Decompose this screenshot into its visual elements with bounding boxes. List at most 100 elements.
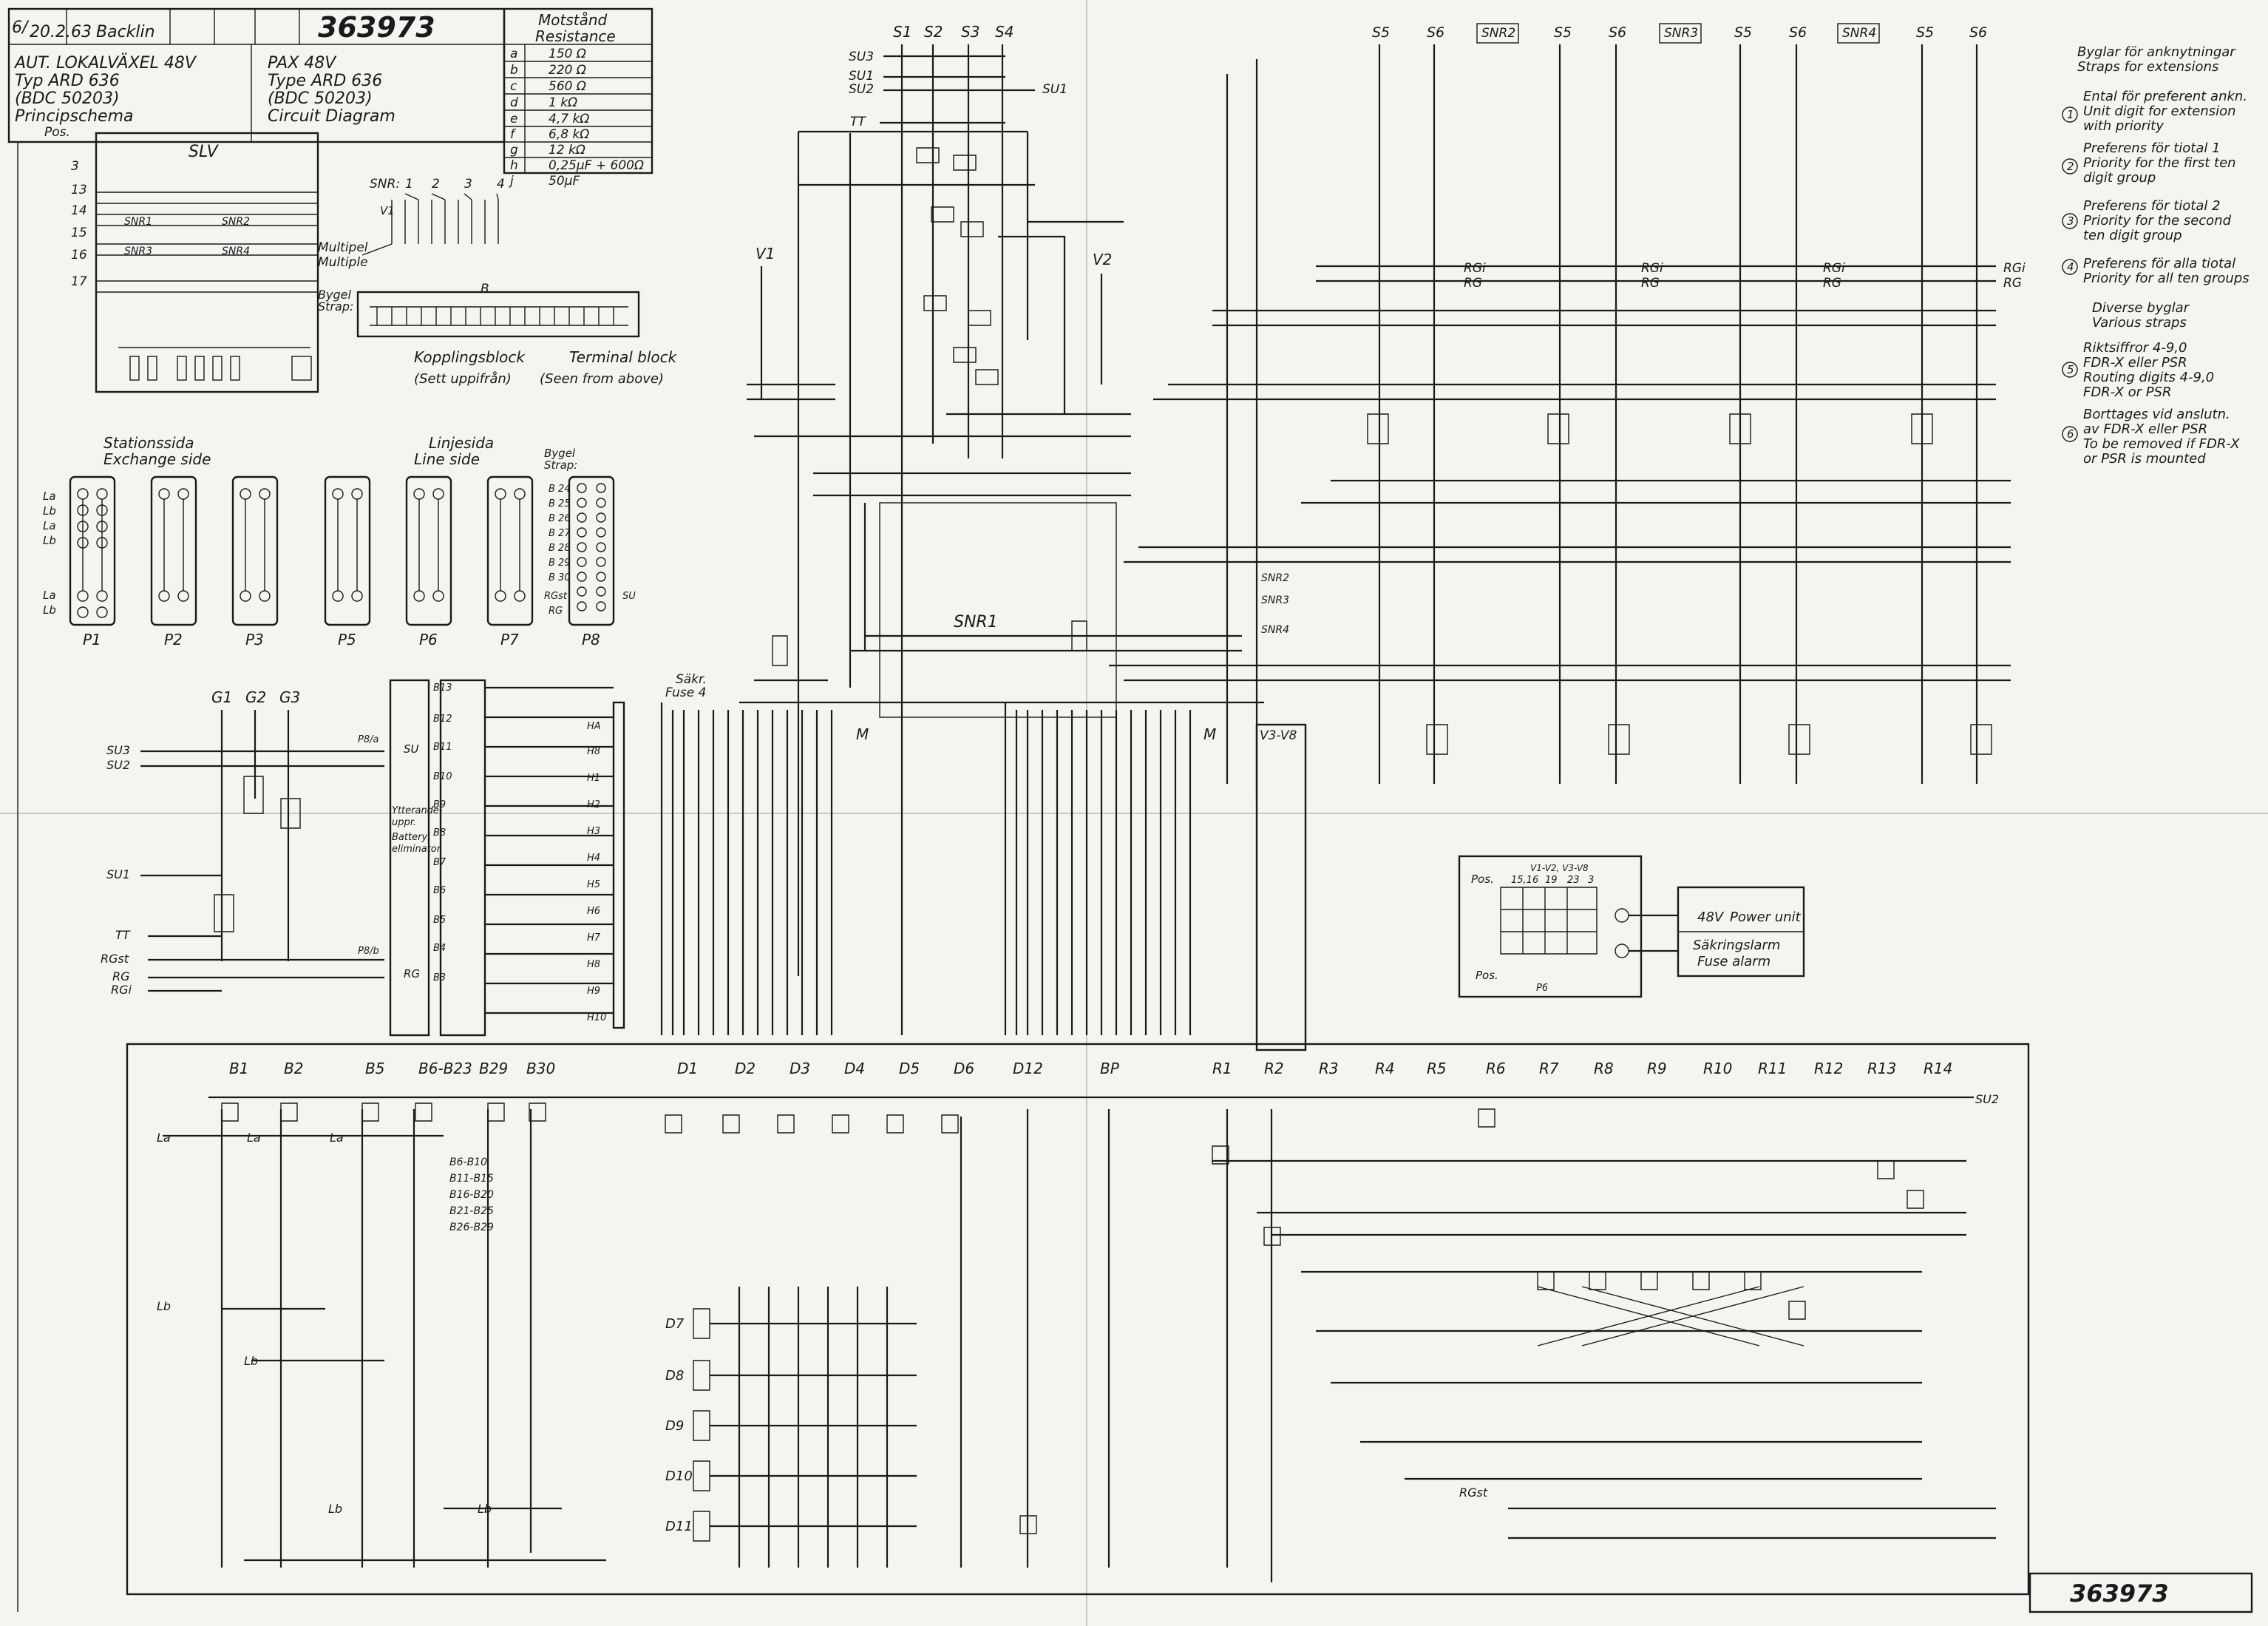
power-pos-col: 15,16 [1511, 875, 1538, 886]
g-left-label: SU1 [106, 867, 130, 881]
slv-snr-label: SNR4 [222, 245, 250, 257]
straps-item-1-num: 1 [2067, 108, 2074, 121]
plug-label: P8 [582, 631, 600, 648]
title-sv-line-3: (BDC 50203) [15, 89, 120, 108]
straps-item-3-line: ten digit group [2083, 228, 2182, 243]
straps-item-2-line: Preferens för tiotal 1 [2083, 140, 2221, 156]
rg-label: RG [1641, 276, 1660, 291]
slv-pos: 16 [71, 248, 87, 262]
slv-snr-label: SNR3 [124, 245, 152, 257]
slv-panel: SLV Pos. 3 13 14 15 16 17 SNR1 SNR2 SNR3… [44, 125, 319, 393]
h-tap: H3 [587, 826, 600, 837]
relay-d-lower: D9 [665, 1418, 684, 1434]
center-bus: M M V3-V8 [660, 702, 1307, 1051]
relay-r-label: R1 [1212, 1060, 1232, 1077]
relay-r-label: R5 [1427, 1060, 1447, 1077]
power-pos-col: 23 [1567, 875, 1580, 886]
connector-side-label: La [43, 519, 56, 532]
title-block: 6/ 20.2.63 Backlin 363973 AUT. LOKALVÄXE… [7, 7, 506, 143]
relay-r-label: R4 [1375, 1060, 1395, 1077]
fuse-alarm-sv: Säkringslarm [1693, 938, 1780, 953]
multiple-v-label: V1 [380, 204, 395, 217]
relay-b-label: B29 [479, 1060, 508, 1077]
rg-label: RGi [1464, 261, 1486, 276]
relay-r-label: R12 [1814, 1060, 1843, 1077]
snr1-label: SNR1 [954, 613, 998, 631]
power-bottom-pos: Pos. [1476, 969, 1498, 982]
resistance-value: 1 kΩ [549, 95, 577, 110]
battery-label: eliminator [392, 844, 442, 855]
slv-pos: Pos. [44, 125, 70, 140]
p8-label: SU [622, 591, 636, 602]
b-tap: B4 [433, 943, 446, 954]
g-left-label: SU3 [106, 743, 130, 757]
straps-item-5-line: FDR-X or PSR [2083, 385, 2172, 400]
resistance-value: 50μF [549, 174, 580, 189]
v-label: V2 [1093, 251, 1112, 268]
battery-label: uppr. [392, 817, 416, 828]
power-unit: V1-V2, V3-V8 Pos. 15,16 19 23 3 Pos. P6 … [1458, 855, 1805, 998]
resistance-key: d [510, 95, 518, 110]
resistance-key: e [510, 112, 517, 126]
su-label: SU3 [849, 50, 874, 64]
switch-s-label: S3 [961, 23, 979, 41]
h-tap: H8 [587, 959, 600, 970]
straps-heading-sv: Byglar för anknytningar [2077, 44, 2236, 60]
title-sv-line-1: AUT. LOKALVÄXEL 48V [13, 53, 197, 72]
relay-d-label: D1 [677, 1060, 698, 1077]
m-label: M [856, 725, 869, 743]
switch-s-label: S1 [893, 23, 911, 41]
power-unit-label: Power unit [1730, 909, 1802, 925]
relay-b-label: B2 [284, 1060, 303, 1077]
power-pos-col: 19 [1545, 875, 1558, 886]
connector-side-label: Lb [43, 534, 56, 547]
connector-side-label: Lb [43, 504, 56, 518]
h-tap: HA [587, 721, 601, 732]
terminal-bygel-en: Strap: [318, 299, 353, 314]
fuse-label-en: Fuse 4 [665, 685, 706, 700]
straps-item-3-num: 3 [2067, 214, 2074, 228]
lalb-label: Lb [157, 1299, 171, 1313]
relay-d-label: D4 [844, 1060, 865, 1077]
multiple-number: 3 [464, 177, 472, 192]
relay-b-label: B5 [365, 1060, 384, 1077]
h-tap: H7 [587, 932, 601, 944]
b-tap: B11 [433, 742, 452, 753]
straps-item-6-line: To be removed if FDR-X [2083, 436, 2240, 452]
g-label: G3 [279, 688, 300, 706]
resistance-value: 4,7 kΩ [549, 112, 589, 126]
su-label: SU1 [849, 69, 874, 84]
battery-label: Battery [392, 832, 427, 843]
terminal-block: B Bygel Strap: Kopplingsblock Terminal b… [318, 282, 678, 387]
b-tap: B12 [433, 714, 452, 725]
resistance-key: f [510, 127, 517, 142]
straps-item-4-line: Preferens för alla tiotal [2083, 256, 2235, 271]
p8-label: B 27 [549, 528, 571, 539]
straps-item-1-line: with priority [2083, 118, 2164, 134]
resistance-heading-en: Resistance [535, 27, 616, 45]
relay-b-label: B30 [526, 1060, 555, 1077]
relay-r-label: R10 [1703, 1060, 1732, 1077]
resistance-value: 12 kΩ [549, 143, 585, 157]
straps-various-sv: Diverse byglar [2092, 300, 2190, 316]
h-tap: H4 [587, 853, 600, 864]
multiple-caption-en: Multiple [318, 255, 368, 270]
lalb-label: Lb [244, 1354, 258, 1368]
p8-label: B 26 [549, 513, 571, 524]
relay-d-lower: D7 [665, 1316, 685, 1332]
h-tap: H8 [587, 746, 600, 757]
relay-d-lower: D11 [665, 1519, 693, 1534]
exchange-side-en: Exchange side [103, 450, 211, 468]
relay-r-label: R7 [1539, 1060, 1559, 1077]
straps-item-2-num: 2 [2067, 160, 2074, 173]
lalb-label: La [157, 1131, 171, 1145]
b-tap: B5 [433, 915, 446, 926]
straps-item-6-line: av FDR-X eller PSR [2083, 421, 2207, 437]
lalb-label: La [247, 1131, 261, 1145]
power-p6: P6 [1536, 983, 1548, 994]
straps-legend: Byglar för anknytningar Straps for exten… [2062, 44, 2250, 467]
power-pos-label: Pos. [1471, 873, 1494, 886]
su-label: SU1 [1042, 82, 1067, 97]
snr-col-label: SNR4 [1842, 26, 1876, 41]
drawn-by: Backlin [96, 23, 155, 41]
